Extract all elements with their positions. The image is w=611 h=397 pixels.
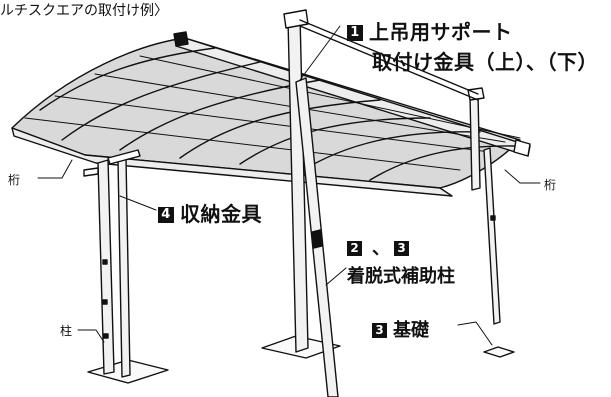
support-far-right	[483, 147, 501, 325]
roof-cap-left	[173, 31, 189, 47]
leader-4	[119, 195, 157, 211]
label-foundation: 3 基礎	[372, 316, 429, 342]
leader-keta-right	[504, 169, 541, 184]
leader-keta-left	[37, 159, 73, 179]
label-hashira: 柱	[60, 324, 73, 338]
post-center	[287, 15, 309, 353]
label-aux-pole-numbers: 2、3	[347, 234, 415, 260]
front-beam	[11, 127, 453, 197]
base-plate-right	[483, 346, 515, 358]
post-right	[469, 93, 481, 191]
label-foundation-text: 基礎	[393, 320, 429, 341]
label-support-text: 上吊用サポート	[369, 20, 513, 44]
badge-3b: 3	[372, 323, 387, 338]
label-aux-pole-text: 着脱式補助柱	[347, 266, 455, 287]
badge-4: 4	[158, 207, 174, 223]
roof-cap-right	[513, 139, 531, 157]
leader-hashira	[77, 329, 105, 343]
leader-3	[457, 321, 493, 346]
storage-bracket	[107, 149, 141, 165]
label-storage: 4 収納金具	[158, 198, 262, 227]
label-keta-left: 桁	[8, 173, 21, 187]
leader-23	[325, 267, 347, 286]
leader-1	[299, 25, 341, 81]
label-keta-right: 桁	[544, 178, 557, 192]
badge-3a: 3	[394, 241, 409, 256]
label-storage-text: 収納金具	[180, 202, 262, 226]
label-support-line2: 取付け金具（上）、（下）	[372, 50, 598, 74]
label-support-line1: 1 上吊用サポート	[347, 16, 513, 45]
badge-2: 2	[347, 241, 362, 256]
post-front-left	[97, 159, 115, 375]
figure-caption: ルチスクエアの取付け例〉	[0, 3, 168, 19]
badge-1: 1	[347, 25, 363, 41]
